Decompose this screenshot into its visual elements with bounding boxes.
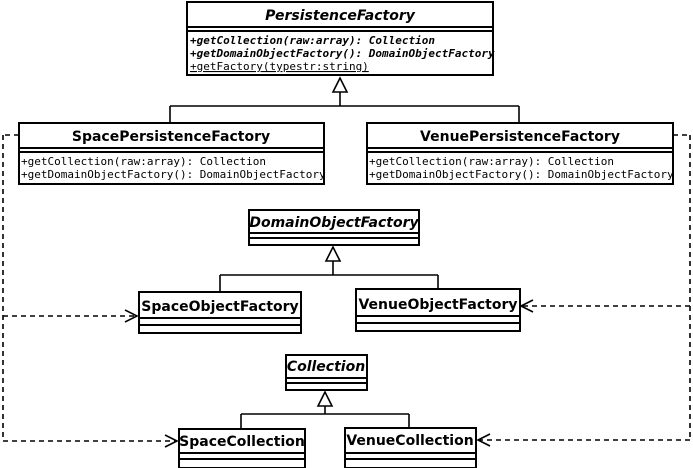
class-collection: Collection [285, 354, 368, 391]
class-name: DomainObjectFactory [249, 215, 419, 231]
class-box [138, 291, 302, 334]
inheritance-arrowhead [324, 245, 342, 262]
dependency-space [2, 134, 179, 448]
inheritance-collection [240, 390, 410, 429]
operation: +getCollection(raw:array): Collection [369, 155, 614, 168]
operation: +getDomainObjectFactory(): DomainObjectF… [21, 168, 326, 181]
class-space-object-factory: SpaceObjectFactory [138, 291, 302, 334]
class-box [366, 122, 674, 185]
class-box [285, 354, 368, 391]
class-name: SpaceObjectFactory [141, 299, 298, 315]
class-name: VenuePersistenceFactory [420, 129, 620, 145]
operation: +getCollection(raw:array): Collection [21, 155, 266, 168]
class-name: SpaceCollection [179, 434, 305, 450]
class-space-persistence-factory: SpacePersistenceFactory +getCollection(r… [18, 122, 326, 185]
class-venue-object-factory: VenueObjectFactory [355, 288, 521, 332]
dependency-arrowhead [124, 309, 139, 323]
class-box [344, 427, 477, 468]
dependency-arrowhead [476, 433, 491, 447]
inheritance-arrowhead [331, 76, 349, 93]
class-box [18, 122, 325, 185]
inheritance-persistence [169, 76, 520, 123]
inheritance-domain-object-factory [219, 245, 439, 292]
operation: +getDomainObjectFactory(): DomainObjectF… [190, 47, 495, 60]
class-box [186, 1, 494, 76]
class-space-collection: SpaceCollection [178, 428, 306, 468]
dependency-arrowhead [164, 434, 179, 448]
class-persistence-factory: PersistenceFactory +getCollection(raw:ar… [186, 1, 495, 76]
inheritance-arrowhead [316, 390, 334, 407]
dependency-venue [476, 134, 691, 447]
class-box [178, 428, 306, 468]
class-name: VenueObjectFactory [358, 297, 517, 313]
class-domain-object-factory: DomainObjectFactory [248, 209, 420, 246]
operation: +getDomainObjectFactory(): DomainObjectF… [369, 168, 674, 181]
class-box [248, 209, 420, 246]
class-venue-persistence-factory: VenuePersistenceFactory +getCollection(r… [366, 122, 674, 185]
static-operation: +getFactory(typestr:string) [190, 60, 369, 73]
class-name: SpacePersistenceFactory [72, 129, 270, 145]
class-name: VenueCollection [346, 433, 473, 449]
operation: +getCollection(raw:array): Collection [190, 34, 435, 47]
class-name: Collection [287, 359, 365, 375]
class-venue-collection: VenueCollection [344, 427, 477, 468]
class-name: PersistenceFactory [265, 8, 416, 24]
